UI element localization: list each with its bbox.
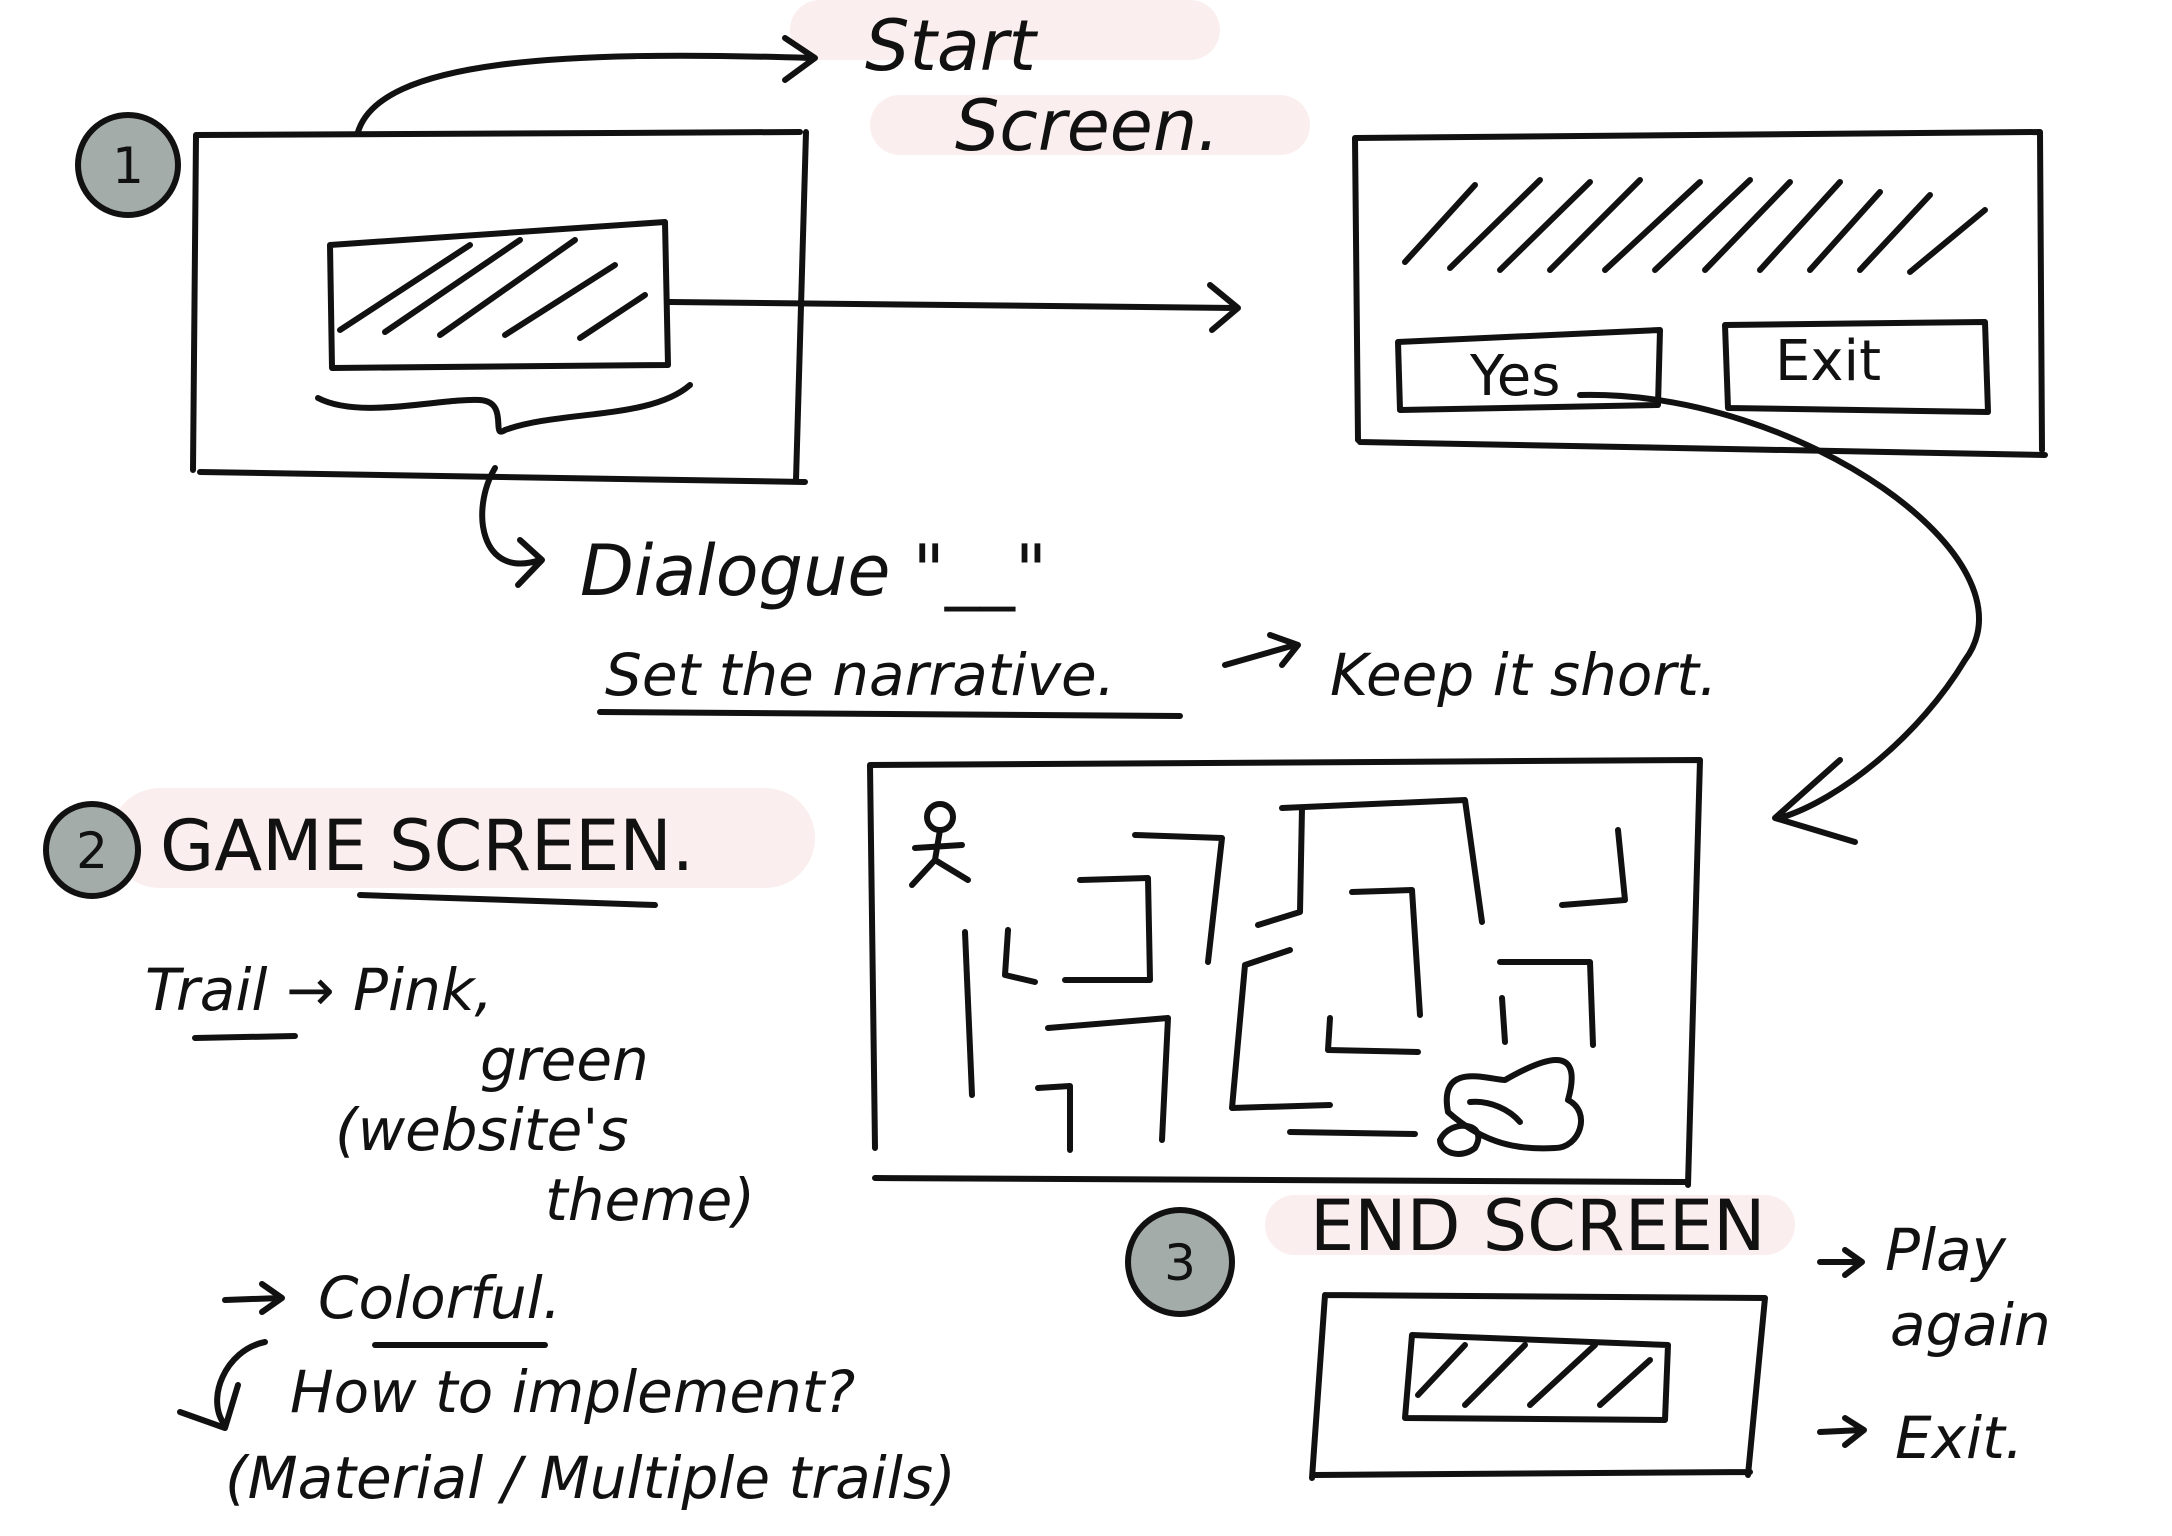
colorful-arrow <box>225 1284 282 1312</box>
trail-note-line1: Trail → Pink, <box>145 956 493 1024</box>
start-label-line1: Start <box>865 5 1039 87</box>
confirm-message-hatch <box>1405 180 1985 272</box>
exit-button-label: Exit <box>1775 329 1881 394</box>
step-1-number: 1 <box>112 137 144 195</box>
implement-note: How to implement? <box>290 1358 855 1426</box>
end-screen-title: END SCREEN <box>1310 1185 1766 1267</box>
highlights <box>160 30 1765 1225</box>
dialogue-brace <box>318 385 690 432</box>
keep-short-note: Keep it short. <box>1330 641 1717 709</box>
step-2-number: 2 <box>76 822 108 880</box>
yes-to-game-arrow <box>1580 395 1979 842</box>
end-screen-frame <box>1312 1295 1765 1478</box>
start-dialog-hatch <box>340 240 645 338</box>
end-dialog-hatch <box>1418 1345 1650 1405</box>
play-again-arrow <box>1820 1250 1862 1275</box>
trail-underline <box>195 1036 295 1038</box>
stick-figure-icon <box>912 804 968 885</box>
narrative-note: Set the narrative. <box>605 641 1115 709</box>
start-label-arrow <box>358 38 815 132</box>
exit-button[interactable]: Exit <box>1725 322 1988 412</box>
material-note: (Material / Multiple trails) <box>225 1444 956 1512</box>
play-again-line2: again <box>1890 1291 2051 1359</box>
exit-option-label: Exit. <box>1895 1404 2023 1472</box>
game-title-underline <box>360 895 655 905</box>
confirm-screen-group: Yes Exit <box>1355 132 2045 842</box>
colorful-note: Colorful. <box>318 1264 561 1332</box>
dialogue-note: Dialogue "__" <box>580 530 1047 612</box>
trail-note-line2: green <box>480 1026 649 1094</box>
step-3-number: 3 <box>1164 1234 1196 1292</box>
yes-button-label: Yes <box>1469 344 1560 409</box>
trail-note-line3: (website's <box>335 1096 628 1164</box>
step-2-group: 2 GAME SCREEN. <box>46 760 1700 1512</box>
exit-option-arrow <box>1820 1418 1864 1445</box>
blob-creature-icon <box>1440 1060 1581 1154</box>
narrative-arrow <box>1225 635 1298 665</box>
dialog-to-confirm-arrow <box>670 285 1238 330</box>
implement-arrow <box>180 1342 265 1428</box>
game-screen-frame <box>870 760 1700 1185</box>
start-label-line2: Screen. <box>955 85 1219 167</box>
trail-note-line4: theme) <box>545 1166 755 1234</box>
maze-walls <box>965 800 1625 1150</box>
game-screen-title: GAME SCREEN. <box>160 805 694 887</box>
narrative-underline <box>600 712 1180 716</box>
dialogue-note-arrow <box>482 468 542 585</box>
play-again-line1: Play <box>1885 1216 2007 1284</box>
